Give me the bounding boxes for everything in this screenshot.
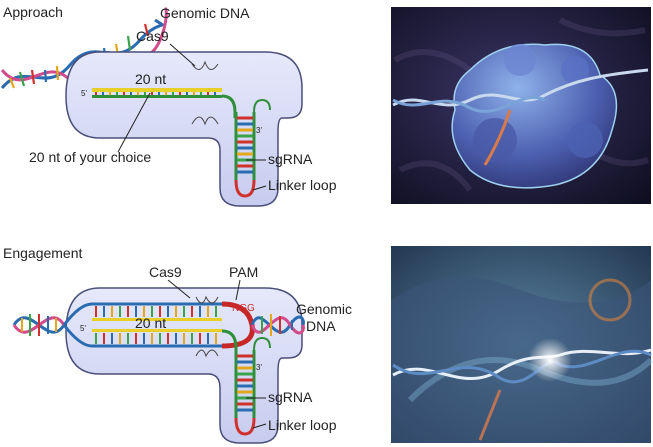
- ngg-label: NGG: [232, 303, 255, 314]
- clamp-mark-1: [195, 295, 219, 304]
- dna-label-bottom: DNA: [306, 318, 336, 334]
- cas9-render-approach: [391, 7, 651, 204]
- approach-title: Approach: [3, 4, 63, 20]
- choice-leader: [117, 92, 151, 153]
- genomic-label-bottom: Genomic: [296, 301, 352, 317]
- linker-leader-bottom: [252, 423, 267, 429]
- linker-label-top: Linker loop: [268, 177, 337, 193]
- clamp-mark-2: [195, 349, 219, 358]
- three-prime-bottom: 3': [256, 363, 262, 372]
- engagement-title: Engagement: [3, 245, 83, 261]
- five-prime-bottom: 5': [80, 324, 86, 333]
- genomic-dna-helix-bottom: [12, 301, 305, 349]
- cas9-render-engagement: [391, 246, 653, 443]
- three-prime-top: 3': [256, 126, 262, 135]
- nt20-label-top: 20 nt: [135, 71, 166, 87]
- cas9-leader-bottom: [167, 279, 191, 299]
- pam-leader: [235, 279, 241, 301]
- choice-label: 20 nt of your choice: [29, 149, 151, 165]
- cas9-leader-top: [169, 43, 196, 67]
- linker-label-bottom: Linker loop: [268, 417, 337, 433]
- lobe-mark-1: [191, 60, 219, 70]
- sgrna-label-bottom: sgRNA: [268, 389, 313, 405]
- pam-label: PAM: [229, 264, 258, 280]
- cas9-label-bottom: Cas9: [149, 264, 182, 280]
- guide-rna-strand-top: [92, 88, 237, 118]
- five-prime-top: 5': [81, 89, 87, 98]
- sgrna-stem-loop-bottom: [234, 336, 271, 436]
- nt20-label-bottom: 20 nt: [135, 315, 166, 331]
- cas9-protein-top: [65, 51, 303, 207]
- genomic-dna-label-top: Genomic DNA: [160, 5, 250, 21]
- sgrna-label-top: sgRNA: [268, 151, 313, 167]
- target-duplex-bottom: [92, 306, 238, 352]
- sgrna-stem-loop-top: [234, 98, 271, 198]
- cas9-label-top: Cas9: [136, 28, 169, 44]
- lobe-mark-2: [191, 116, 219, 126]
- linker-leader-top: [252, 185, 267, 191]
